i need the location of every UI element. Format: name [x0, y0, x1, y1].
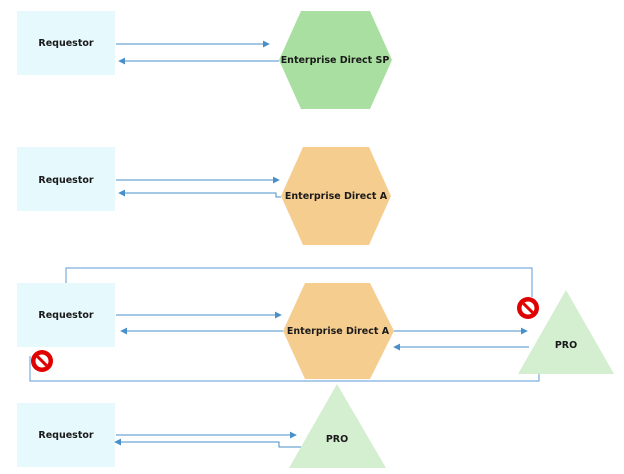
enterprise-direct-sp-node[interactable] — [279, 11, 392, 109]
enterprise-direct-a-label-1: Enterprise Direct A — [285, 191, 388, 202]
pro-node-2[interactable] — [289, 384, 386, 468]
requestor-label-4: Requestor — [38, 430, 93, 441]
row-1: Requestor Enterprise Direct SP — [17, 11, 392, 109]
prohibited-icon — [31, 350, 53, 372]
pro-label-1: PRO — [555, 340, 577, 351]
enterprise-direct-a-node-1[interactable] — [281, 147, 391, 245]
requestor-node-1[interactable] — [17, 11, 115, 75]
edge-response-2 — [118, 189, 281, 198]
enterprise-direct-a-node-2[interactable] — [283, 283, 394, 379]
edge-response-4 — [114, 438, 301, 448]
requestor-label-2: Requestor — [38, 175, 93, 186]
pro-node-1[interactable] — [518, 290, 614, 374]
row-3: Requestor Enterprise Direct A PRO — [17, 267, 614, 382]
blocked-loop-top — [65, 267, 533, 297]
requestor-node-2[interactable] — [17, 147, 115, 211]
row-4: Requestor PRO — [17, 384, 386, 468]
enterprise-direct-a-label-2: Enterprise Direct A — [287, 326, 390, 337]
requestor-label-1: Requestor — [38, 38, 93, 49]
pro-label-2: PRO — [326, 434, 348, 445]
blocked-loop-bottom — [29, 356, 540, 382]
prohibited-icon — [517, 297, 539, 319]
requestor-label-3: Requestor — [38, 310, 93, 321]
row-2: Requestor Enterprise Direct A — [17, 147, 391, 245]
requestor-node-4[interactable] — [17, 403, 115, 467]
enterprise-direct-sp-label: Enterprise Direct SP — [281, 55, 390, 66]
requestor-node-3[interactable] — [17, 283, 115, 347]
